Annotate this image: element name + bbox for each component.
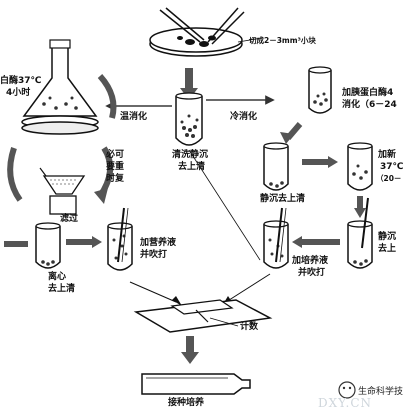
label-add-trypsin: 加胰蛋白酶4 [342, 88, 394, 98]
label-trypsin-warm: 白酶37℃ [0, 76, 42, 86]
center-tube-icon [175, 92, 203, 146]
label-add-medium-1: 加营养液 [140, 238, 177, 248]
label-warm-digest: 温消化 [120, 112, 148, 122]
label-must: 必可 [106, 150, 125, 160]
label-settle-2: 静沉 [378, 232, 397, 242]
right-bottom-tube-2-icon [347, 197, 373, 269]
curved-arrow-top [97, 73, 117, 119]
cut-pointer-line [237, 37, 263, 43]
watermark-faded: DXY.CN [318, 396, 373, 410]
flask-icon [21, 39, 99, 135]
culture-flask-icon [141, 373, 251, 395]
label-cold-digest: 冷消化 [230, 112, 258, 122]
right-top-tube-icon [308, 66, 332, 114]
watermark-channel: 生命科学技 [358, 387, 404, 397]
label-discard-super-1: 去上清 [178, 162, 206, 172]
line-center-to-right [188, 149, 261, 261]
label-trypsin-warm-time: 4小时 [6, 88, 31, 98]
label-settle-discard: 静沉去上清 [260, 194, 306, 204]
count-pointer-line [209, 317, 239, 327]
label-pipette-1: 并吹打 [140, 250, 168, 260]
right-mid-tube-1-icon [263, 142, 289, 191]
label-discard-super-2: 去上清 [48, 284, 76, 294]
label-repeat-2: 时复 [106, 174, 125, 184]
label-temp-37: 37℃ [380, 162, 404, 172]
label-cut: 切成2－3mm³小块 [249, 36, 316, 45]
label-wash: 清洗静沉 [172, 150, 209, 160]
label-digest-time: 消化（6－24 [342, 100, 397, 110]
label-add-medium-2: 加培养液 [292, 256, 329, 266]
label-centrifuge: 离心 [48, 272, 67, 282]
wechat-logo-icon [338, 381, 356, 399]
right-bottom-tube-1-icon [263, 207, 289, 269]
line-mid-to-slide [129, 281, 177, 303]
label-add-new: 加新 [378, 150, 397, 160]
petri-dish-icon [149, 27, 243, 57]
label-inoculate: 接种培养 [168, 398, 205, 408]
line-right-to-slide [225, 273, 271, 303]
counting-slide-icon [133, 299, 273, 333]
middle-tube-icon [107, 207, 133, 271]
scissors-icon [159, 7, 245, 45]
curved-arrow-left [7, 147, 23, 202]
right-mid-tube-2-icon [347, 142, 373, 191]
filter-icon [39, 167, 86, 215]
left-tube-icon [35, 222, 61, 269]
label-repeat-1: 要重 [106, 162, 125, 172]
label-pipette-2: 并吹打 [298, 268, 326, 278]
label-time-20: （20－ [376, 174, 402, 183]
label-discard-2: 去上 [378, 244, 397, 254]
label-filter: 滤过 [60, 214, 79, 224]
label-count: 计数 [240, 322, 259, 332]
